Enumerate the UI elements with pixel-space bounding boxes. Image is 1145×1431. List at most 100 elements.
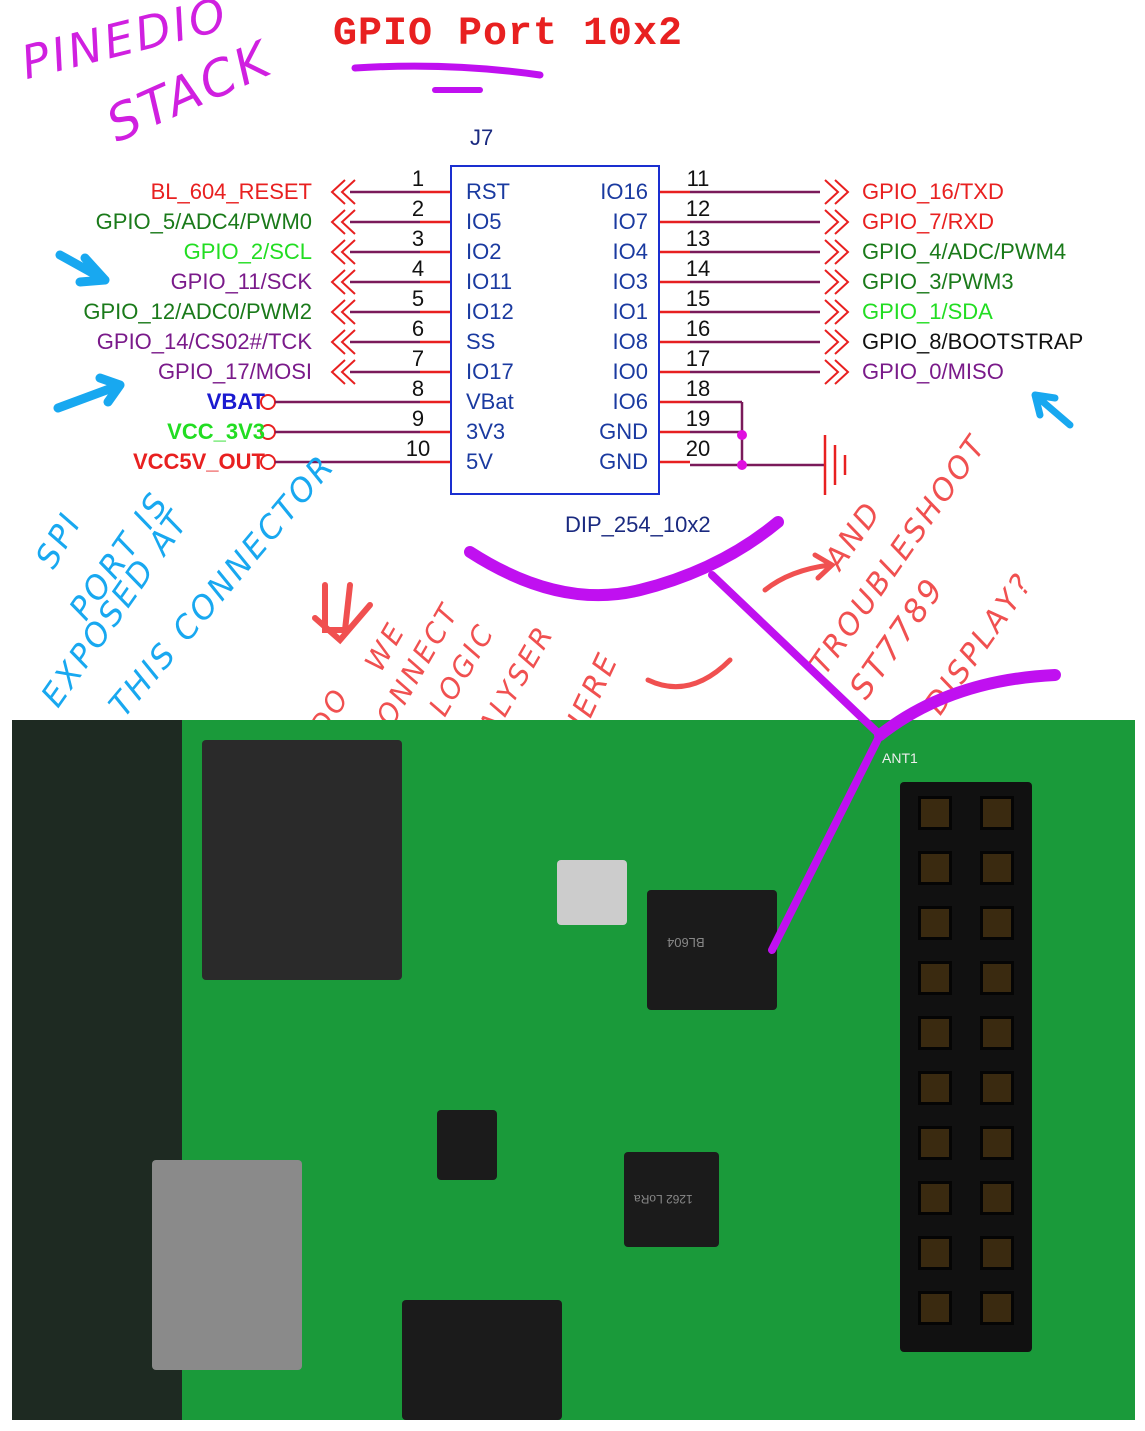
header-pin-hole bbox=[980, 851, 1014, 885]
header-pin-hole bbox=[980, 1181, 1014, 1215]
net-label: GPIO_11/SCK bbox=[170, 269, 312, 294]
pin-number: 18 bbox=[685, 376, 711, 401]
net-label: GPIO_1/SDA bbox=[862, 299, 993, 324]
pin-number: 12 bbox=[685, 196, 711, 221]
pin-number: 14 bbox=[685, 256, 711, 281]
lora-chip: 1262 LoRa bbox=[624, 1152, 719, 1247]
pin-number: 2 bbox=[411, 196, 425, 221]
connector-bracket bbox=[464, 516, 784, 602]
connector-footprint: DIP_254_10x2 bbox=[565, 512, 711, 537]
gpio-header-10x2 bbox=[900, 782, 1032, 1352]
offpage-connector-icon bbox=[824, 269, 840, 295]
pin-name: IO12 bbox=[466, 299, 514, 324]
offpage-connector-icon bbox=[834, 239, 850, 265]
offpage-connector-icon bbox=[834, 209, 850, 235]
header-pin-hole bbox=[918, 1126, 952, 1160]
usb-c-port bbox=[152, 1160, 302, 1370]
arrow-sck-icon bbox=[55, 250, 110, 287]
header-pin-hole bbox=[980, 1126, 1014, 1160]
pin-number: 19 bbox=[685, 406, 711, 431]
arrow-miso-icon bbox=[1031, 391, 1074, 429]
header-pin-hole bbox=[980, 796, 1014, 830]
pin-name: IO17 bbox=[466, 359, 514, 384]
net-label: GPIO_16/TXD bbox=[862, 179, 1004, 204]
offpage-connector-icon bbox=[330, 299, 346, 325]
offpage-connector-icon bbox=[834, 269, 850, 295]
pin-name: VBat bbox=[466, 389, 514, 414]
bl604-chip: BL604 bbox=[647, 890, 777, 1010]
offpage-connector-icon bbox=[340, 329, 356, 355]
offpage-connector-icon bbox=[824, 299, 840, 325]
offpage-connector-icon bbox=[340, 299, 356, 325]
pin-number: 8 bbox=[411, 376, 425, 401]
header-pin-hole bbox=[980, 1291, 1014, 1325]
offpage-connector-icon bbox=[340, 209, 356, 235]
pointer-branch bbox=[874, 669, 1061, 741]
offpage-connector-icon bbox=[330, 329, 346, 355]
net-label: GPIO_0/MISO bbox=[862, 359, 1004, 384]
pin-name: IO1 bbox=[612, 299, 648, 324]
pointer-line bbox=[708, 571, 885, 954]
header-pin-hole bbox=[918, 851, 952, 885]
left-pin-header bbox=[202, 740, 402, 980]
offpage-connector-icon bbox=[824, 359, 840, 385]
net-label: BL_604_RESET bbox=[150, 179, 312, 204]
net-label: GPIO_4/ADC/PWM4 bbox=[862, 239, 1067, 264]
pin-number: 10 bbox=[405, 436, 431, 461]
header-pin-hole bbox=[918, 1181, 952, 1215]
net-label: GPIO_8/BOOTSTRAP bbox=[862, 329, 1084, 354]
pin-number: 1 bbox=[411, 166, 425, 191]
pin-name: 5V bbox=[466, 449, 493, 474]
pin-name: IO3 bbox=[612, 269, 648, 294]
header-pin-hole bbox=[918, 1016, 952, 1050]
header-pin-hole bbox=[980, 1071, 1014, 1105]
header-pin-hole bbox=[980, 906, 1014, 940]
pin-name: IO7 bbox=[612, 209, 648, 234]
junction-dot bbox=[737, 460, 747, 470]
net-label: VCC5V_OUT bbox=[132, 449, 265, 474]
pin-number: 13 bbox=[685, 226, 711, 251]
pin-name: IO5 bbox=[466, 209, 502, 234]
pin-number: 17 bbox=[685, 346, 711, 371]
offpage-connector-icon bbox=[330, 359, 346, 385]
net-label: GPIO_17/MOSI bbox=[157, 359, 312, 384]
offpage-connector-icon bbox=[834, 299, 850, 325]
pin-number: 6 bbox=[411, 316, 425, 341]
offpage-connector-icon bbox=[330, 179, 346, 205]
arrow-mosi-icon bbox=[53, 373, 125, 413]
pin-number: 4 bbox=[411, 256, 425, 281]
offpage-connector-icon bbox=[834, 179, 850, 205]
ant1-silkscreen: ANT1 bbox=[882, 750, 918, 766]
pin-name: RST bbox=[466, 179, 510, 204]
connector-ref: J7 bbox=[470, 125, 494, 150]
offpage-connector-icon bbox=[834, 359, 850, 385]
offpage-connector-icon bbox=[824, 209, 840, 235]
header-pin-hole bbox=[918, 906, 952, 940]
net-label: GPIO_14/CS02#/TCK bbox=[96, 329, 312, 354]
pin-name: IO11 bbox=[466, 269, 513, 294]
junction-dot bbox=[737, 430, 747, 440]
pin-number: 11 bbox=[686, 166, 710, 191]
pcb-photo: BL604 1262 LoRa ANT1 bbox=[12, 720, 1135, 1420]
net-label: GPIO_12/ADC0/PWM2 bbox=[83, 299, 312, 324]
diagram-title: GPIO Port 10x2 bbox=[333, 12, 684, 57]
header-pin-hole bbox=[918, 1291, 952, 1325]
pin-name: IO8 bbox=[612, 329, 648, 354]
pin-number: 15 bbox=[685, 286, 711, 311]
offpage-connector-icon bbox=[340, 359, 356, 385]
pin-name: IO16 bbox=[600, 179, 648, 204]
net-label: GPIO_5/ADC4/PWM0 bbox=[95, 209, 312, 234]
pin-name: IO2 bbox=[466, 239, 502, 264]
net-label: VCC_3V3 bbox=[167, 419, 265, 444]
pin-number: 9 bbox=[411, 406, 425, 431]
offpage-connector-icon bbox=[330, 239, 346, 265]
header-pin-hole bbox=[918, 961, 952, 995]
offpage-connector-icon bbox=[340, 269, 356, 295]
pin-name: GND bbox=[599, 419, 648, 444]
pin-name: IO4 bbox=[612, 239, 648, 264]
offpage-connector-icon bbox=[330, 209, 346, 235]
pin-name: GND bbox=[599, 449, 648, 474]
offpage-connector-icon bbox=[340, 239, 356, 265]
net-label: GPIO_7/RXD bbox=[862, 209, 995, 234]
